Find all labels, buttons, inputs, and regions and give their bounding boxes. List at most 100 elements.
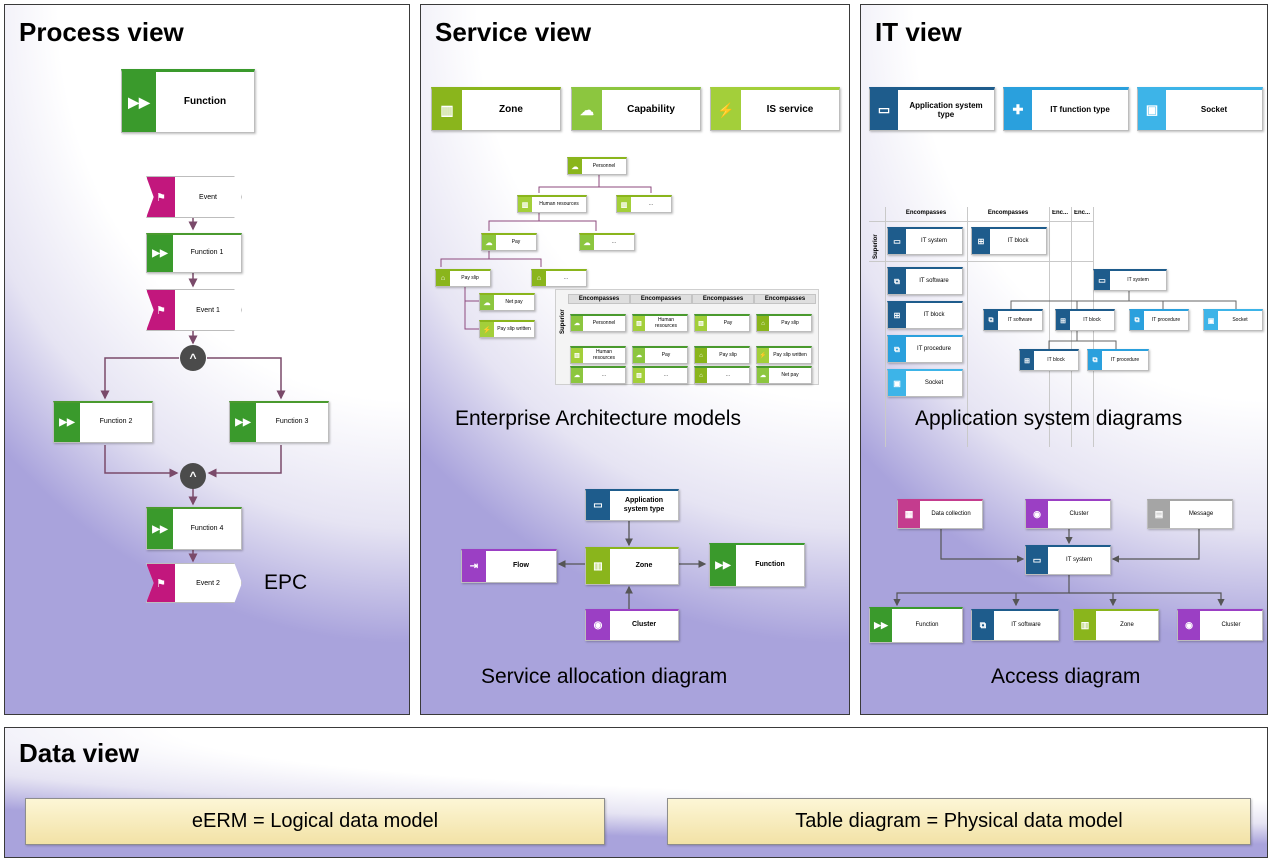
epc-function-3[interactable]: ▶▶ Function 3: [229, 401, 329, 443]
zone-icon: ▥: [518, 197, 532, 212]
it-tree-node[interactable]: ⧉IT procedure: [1129, 309, 1189, 331]
access-zone-object[interactable]: ▥Zone: [1073, 609, 1159, 641]
zone-icon: ▥: [571, 348, 583, 363]
app-system-diagrams-caption: Application system diagrams: [915, 407, 1183, 430]
message-object[interactable]: ▤Message: [1147, 499, 1233, 529]
allocation-function-object[interactable]: ▶▶ Function: [709, 543, 805, 587]
ea-matrix-cell[interactable]: ▥Human resources: [570, 346, 626, 364]
ea-tree-node[interactable]: ⌂ ...: [531, 269, 587, 287]
it-tree-label: IT block: [1047, 356, 1065, 363]
ea-tree-node[interactable]: ☁ Personnel: [567, 157, 627, 175]
it-grid-cell[interactable]: ⧉IT procedure: [887, 335, 963, 363]
data-collection-icon: ▦: [898, 501, 920, 528]
ea-matrix-cell[interactable]: ⌂Pay slip: [756, 314, 812, 332]
it-tree-node[interactable]: ⊞IT block: [1055, 309, 1115, 331]
ea-tree-node[interactable]: ▥ Human resources: [517, 195, 587, 213]
ea-matrix: Superior Encompasses Encompasses Encompa…: [555, 289, 819, 385]
physical-data-model-box[interactable]: Table diagram = Physical data model: [667, 798, 1251, 845]
flow-object[interactable]: ⇥ Flow: [461, 549, 557, 583]
capability-object[interactable]: ☁ Capability: [571, 87, 701, 131]
epc-event-2[interactable]: ⚑ Event 2: [146, 563, 242, 603]
capability-icon: ☁: [572, 90, 602, 130]
zone-icon: ⌂: [695, 368, 707, 383]
it-tree-node[interactable]: ⧉IT procedure: [1087, 349, 1149, 371]
it-grid-cell-label: IT procedure: [917, 346, 951, 353]
epc-function-1[interactable]: ▶▶ Function 1: [146, 233, 242, 273]
it-tree-label: IT software: [1007, 316, 1033, 323]
access-diagram-caption: Access diagram: [991, 665, 1141, 688]
access-cluster-object[interactable]: ◉Cluster: [1025, 499, 1111, 529]
epc-event-2-label: Event 2: [196, 579, 220, 587]
it-grid-cell[interactable]: ▣Socket: [887, 369, 963, 397]
ea-tree-node[interactable]: ▥ ...: [616, 195, 672, 213]
access-zone-label: Zone: [1120, 622, 1134, 629]
it-tree-node[interactable]: ▣Socket: [1203, 309, 1263, 331]
epc-event-1-label: Event 1: [196, 306, 220, 314]
function-object[interactable]: ▶▶ Function: [121, 69, 255, 133]
it-grid-cell[interactable]: ⊞IT block: [887, 301, 963, 329]
ea-tree-node[interactable]: ☁ Net pay: [479, 293, 535, 311]
it-tree-node[interactable]: ▭IT system: [1093, 269, 1167, 291]
it-grid-cell-label: IT software: [919, 278, 949, 285]
socket-object[interactable]: ▣ Socket: [1137, 87, 1263, 131]
ea-matrix-cell[interactable]: ☁...: [570, 366, 626, 384]
and-operator-icon[interactable]: ^: [180, 463, 206, 489]
epc-event[interactable]: ⚑ Event: [146, 176, 242, 218]
access-it-system-label: IT system: [1066, 557, 1092, 564]
allocation-zone-object[interactable]: ▥ Zone: [585, 547, 679, 585]
and-operator-icon[interactable]: ^: [180, 345, 206, 371]
access-it-system-object[interactable]: ▭IT system: [1025, 545, 1111, 575]
ea-tree-node[interactable]: ☁ ...: [579, 233, 635, 251]
it-tree-node[interactable]: ⧉IT software: [983, 309, 1043, 331]
ea-matrix-cell[interactable]: ▥Pay: [694, 314, 750, 332]
ea-matrix-cell[interactable]: ⌂...: [694, 366, 750, 384]
capability-icon: ☁: [568, 159, 582, 174]
it-block-icon: ⊞: [1020, 351, 1034, 370]
ea-node-label: Human resources: [539, 200, 579, 207]
message-label: Message: [1188, 511, 1214, 518]
epc-event-1[interactable]: ⚑ Event 1: [146, 289, 242, 331]
ea-matrix-header: Encompasses: [630, 294, 692, 304]
service-view-panel: Service view ▥ Zone ☁ Capability ⚡ IS se…: [420, 4, 850, 715]
it-grid-cell[interactable]: ▭IT system: [887, 227, 963, 255]
logical-data-model-box[interactable]: eERM = Logical data model: [25, 798, 605, 845]
access-it-software-object[interactable]: ⧉IT software: [971, 609, 1059, 641]
access-cluster2-object[interactable]: ◉Cluster: [1177, 609, 1263, 641]
ea-matrix-cell[interactable]: ▥...: [632, 366, 688, 384]
ast-label: Application system type: [909, 100, 983, 119]
ea-tree-node[interactable]: ⚡ Pay slip written: [479, 320, 535, 338]
is-service-object[interactable]: ⚡ IS service: [710, 87, 840, 131]
ea-node-label: ...: [648, 200, 654, 207]
ea-matrix-cell[interactable]: ☁Personnel: [570, 314, 626, 332]
access-function-object[interactable]: ▶▶Function: [869, 607, 963, 643]
cluster-label: Cluster: [631, 621, 657, 629]
ea-matrix-cell[interactable]: ⌂Pay slip: [694, 346, 750, 364]
application-system-type-object[interactable]: ▭ Application system type: [869, 87, 995, 131]
ea-matrix-cell-label: Pay: [661, 351, 671, 358]
ea-matrix-cell-label: ...: [663, 371, 669, 378]
it-function-type-object[interactable]: ✚ IT function type: [1003, 87, 1129, 131]
application-system-icon: ▭: [888, 229, 906, 254]
socket-icon: ▣: [1138, 90, 1166, 130]
process-view-title: Process view: [19, 17, 184, 47]
zone-icon: ▥: [633, 368, 645, 383]
it-grid-cell[interactable]: ⊞IT block: [971, 227, 1047, 255]
event-flag-icon: ⚑: [147, 564, 175, 602]
epc-function-4[interactable]: ▶▶ Function 4: [146, 507, 242, 550]
epc-function-2[interactable]: ▶▶ Function 2: [53, 401, 153, 443]
allocation-function-label: Function: [755, 561, 785, 569]
application-system-type-object[interactable]: ▭ Application system type: [585, 489, 679, 521]
function-icon: ▶▶: [230, 403, 256, 442]
it-grid-cell[interactable]: ⧉IT software: [887, 267, 963, 295]
data-collection-object[interactable]: ▦Data collection: [897, 499, 983, 529]
cluster-object[interactable]: ◉ Cluster: [585, 609, 679, 641]
capability-icon: ☁: [571, 368, 583, 383]
ea-matrix-cell[interactable]: ☁Pay: [632, 346, 688, 364]
ea-tree-node[interactable]: ⌂ Pay slip: [435, 269, 491, 287]
ea-tree-node[interactable]: ☁ Pay: [481, 233, 537, 251]
zone-object[interactable]: ▥ Zone: [431, 87, 561, 131]
it-tree-node[interactable]: ⊞ IT block: [1019, 349, 1079, 371]
ea-matrix-cell[interactable]: ☁Net pay: [756, 366, 812, 384]
ea-matrix-cell[interactable]: ▥Human resources: [632, 314, 688, 332]
ea-matrix-cell[interactable]: ⚡Pay slip written: [756, 346, 812, 364]
